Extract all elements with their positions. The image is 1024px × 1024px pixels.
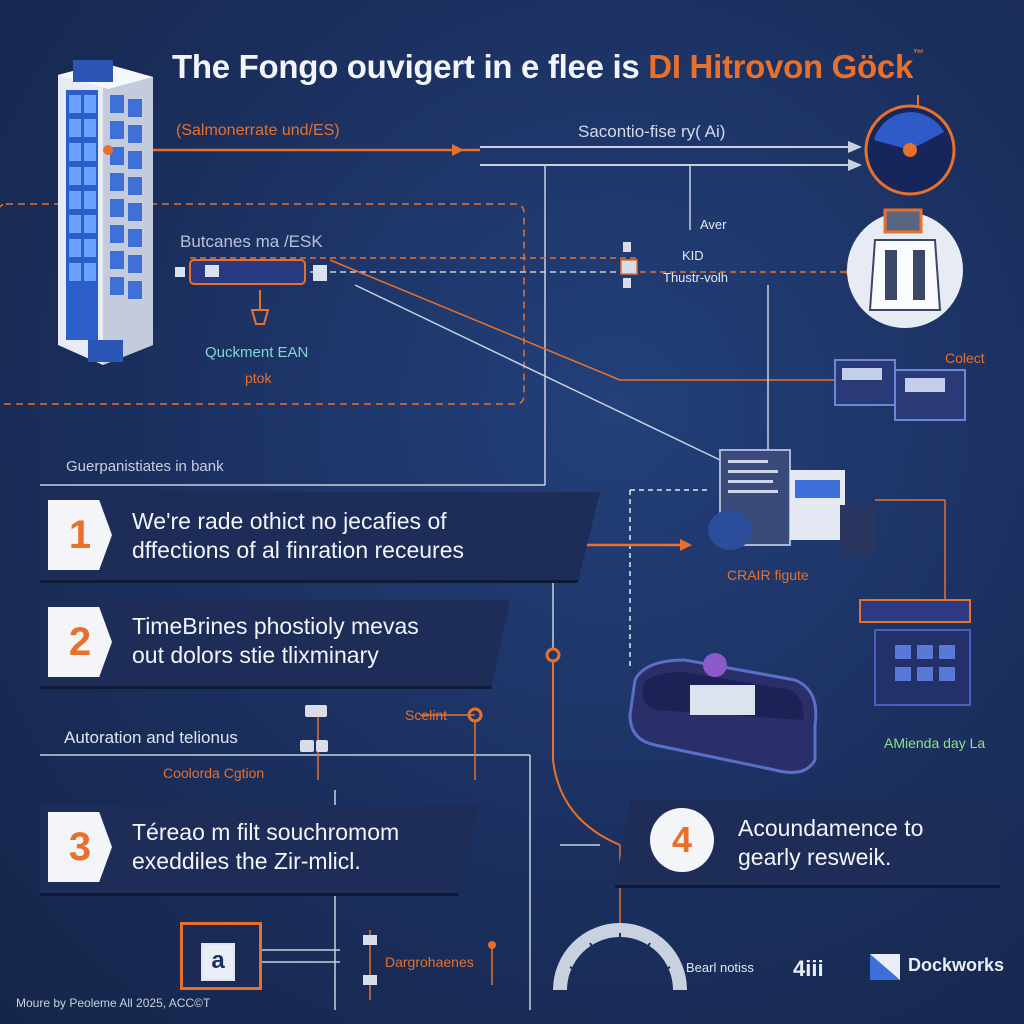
title-accent: DI Hitrovon Göck xyxy=(648,48,914,85)
label-sacontio: Sacontio-fise ry( Ai) xyxy=(578,122,726,141)
lamp-icon xyxy=(250,290,270,325)
circuit-board-icon xyxy=(859,599,971,706)
label-autoration: Autoration and telionus xyxy=(64,728,238,747)
server-cluster-icon xyxy=(708,449,875,555)
label-crair: CRAIR figute xyxy=(727,567,809,583)
step-2-panel xyxy=(40,600,510,689)
step-3-panel xyxy=(40,805,480,896)
robot-device-icon xyxy=(847,208,963,328)
step-4-text: Acoundamence to gearly resweik. xyxy=(738,814,923,872)
label-butcanes: Butcanes ma /ESK xyxy=(180,232,323,251)
step-4-line1: Acoundamence to xyxy=(738,815,924,841)
speed-gauge-icon xyxy=(553,923,687,991)
step-4-line2: gearly resweik. xyxy=(738,844,892,870)
brand-ai-logo: 4iii xyxy=(793,956,824,981)
step-1-number: 1 xyxy=(48,500,112,570)
step-2-line1: TimeBrines phostioly mevas xyxy=(132,613,419,639)
label-amienda: AMienda day La xyxy=(884,735,986,751)
step-2-line2: out dolors stie tlixminary xyxy=(132,642,379,668)
label-dargrohaenes: Dargrohaenes xyxy=(385,954,474,970)
label-aver: Aver xyxy=(700,217,727,232)
label-kid: KID xyxy=(682,248,704,263)
step-3-line1: Téreao m filt souchromom xyxy=(132,819,400,845)
label-colect: Colect xyxy=(945,350,985,366)
step-3-line2: exeddiles the Zir-mlicl. xyxy=(132,848,361,874)
dockworks-logo-icon xyxy=(870,954,900,980)
ai-chip-icon: a xyxy=(180,922,262,990)
ai-letter-icon: a xyxy=(201,943,235,981)
footer-credit: Moure by Peoleme All 2025, ACC©T xyxy=(16,996,211,1010)
platform-icon xyxy=(628,653,818,774)
connector-icon xyxy=(620,242,638,288)
step-1-panel xyxy=(40,492,600,583)
page-title: The Fongo ouvigert in e flee is DI Hitro… xyxy=(172,48,924,86)
step-3-number: 3 xyxy=(48,812,112,882)
step-4-number: 4 xyxy=(650,808,714,872)
label-salmonerrate: (Salmonerrate und/ES) xyxy=(176,122,340,139)
device-bar-icon xyxy=(175,259,327,285)
gauge-icon xyxy=(864,104,956,196)
brand-dockworks: Dockworks xyxy=(908,955,1005,975)
title-text: The Fongo ouvigert in e flee is xyxy=(172,48,649,85)
step-1-line2: dffections of al finration receures xyxy=(132,537,464,563)
step-2-text: TimeBrines phostioly mevas out dolors st… xyxy=(132,612,419,670)
server-boxes-icon xyxy=(834,359,966,421)
step-2-number: 2 xyxy=(48,607,112,677)
step-3-text: Téreao m filt souchromom exeddiles the Z… xyxy=(132,818,399,876)
label-coolorda: Coolorda Cgtion xyxy=(163,765,265,781)
label-ptok: ptok xyxy=(245,370,272,386)
label-bearl: Bearl notiss xyxy=(686,960,754,975)
trademark-mark: ™ xyxy=(913,48,924,60)
label-scelint: Scelint xyxy=(405,707,448,723)
label-quckment: Quckment EAN xyxy=(205,344,309,361)
skyscraper-icon xyxy=(58,60,153,365)
step-1-text: We're rade othict no jecafies of dffecti… xyxy=(132,507,464,565)
label-thustr: Thustr-volh xyxy=(663,270,729,285)
label-guerpanis: Guerpanistiates in bank xyxy=(66,458,224,475)
step-1-line1: We're rade othict no jecafies of xyxy=(132,508,447,534)
